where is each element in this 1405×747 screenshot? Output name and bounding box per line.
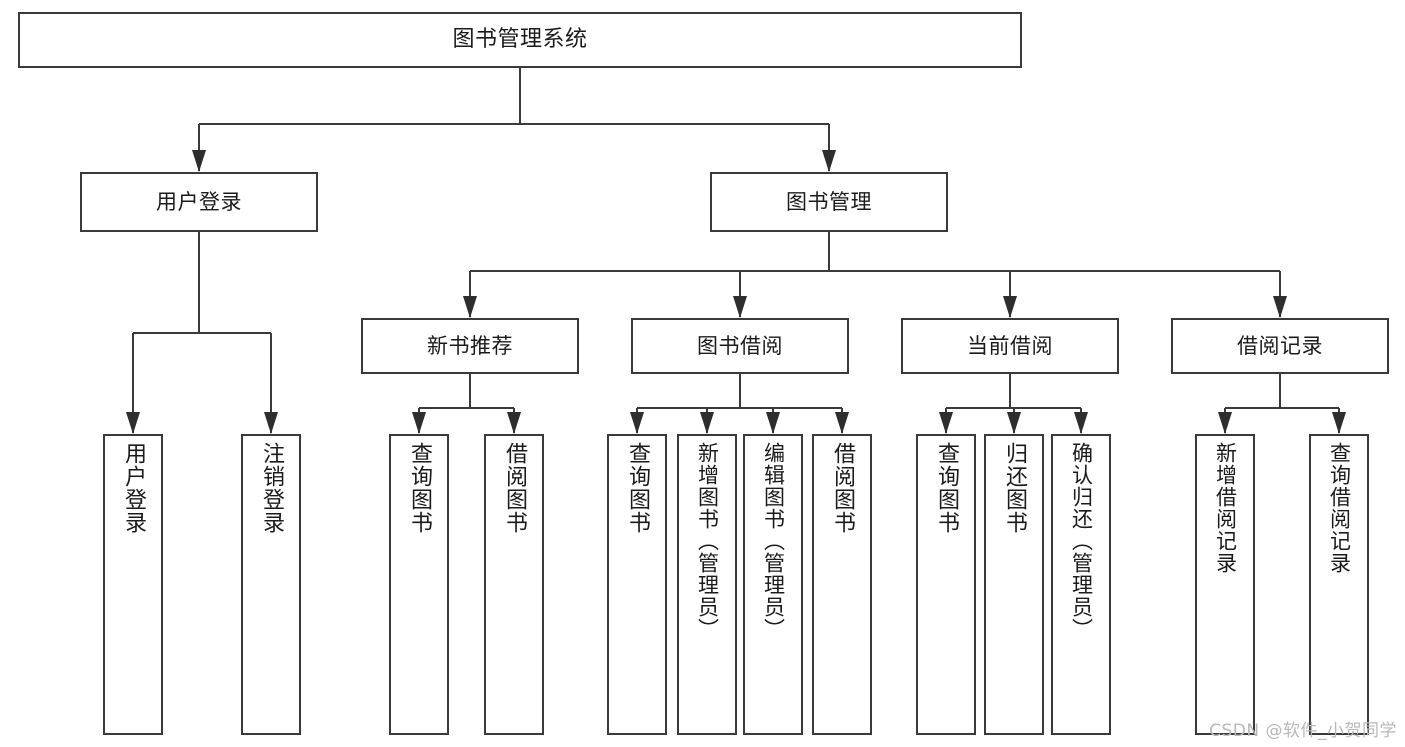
leaf-user-login-label: 用户登录 — [121, 442, 146, 534]
leaf-confirm-return-admin-label: 确认归还（管理员） — [1069, 442, 1094, 640]
node-new-book-recommend[interactable]: 新书推荐 — [361, 318, 579, 374]
leaf-add-book-admin-label: 新增图书（管理员） — [695, 442, 720, 640]
node-book-manage-label: 图书管理 — [786, 189, 872, 214]
leaf-confirm-return-admin[interactable]: 确认归还（管理员） — [1051, 434, 1111, 735]
node-current-borrow-label: 当前借阅 — [967, 333, 1053, 358]
leaf-query-book-current-label: 查询图书 — [934, 442, 959, 534]
leaf-borrow-book-recommend-label: 借阅图书 — [502, 442, 527, 534]
leaf-query-book-recommend-label: 查询图书 — [407, 442, 432, 534]
leaf-query-book-borrow[interactable]: 查询图书 — [607, 434, 667, 735]
leaf-return-book-label: 归还图书 — [1002, 442, 1027, 534]
node-borrow-record[interactable]: 借阅记录 — [1171, 318, 1389, 374]
leaf-query-book-borrow-label: 查询图书 — [625, 442, 650, 534]
node-book-borrow[interactable]: 图书借阅 — [631, 318, 849, 374]
node-root[interactable]: 图书管理系统 — [18, 12, 1022, 68]
leaf-add-book-admin[interactable]: 新增图书（管理员） — [677, 434, 737, 735]
leaf-borrow-book-label: 借阅图书 — [830, 442, 855, 534]
leaf-borrow-book[interactable]: 借阅图书 — [812, 434, 872, 735]
leaf-add-borrow-record-label: 新增借阅记录 — [1213, 442, 1238, 574]
leaf-query-borrow-record-label: 查询借阅记录 — [1327, 442, 1352, 574]
leaf-query-book-current[interactable]: 查询图书 — [916, 434, 976, 735]
node-book-manage[interactable]: 图书管理 — [710, 172, 948, 232]
leaf-edit-book-admin[interactable]: 编辑图书（管理员） — [743, 434, 803, 735]
leaf-return-book[interactable]: 归还图书 — [984, 434, 1044, 735]
leaf-user-logout[interactable]: 注销登录 — [241, 434, 301, 735]
node-user-login-label: 用户登录 — [156, 189, 242, 214]
node-book-borrow-label: 图书借阅 — [697, 333, 783, 358]
node-root-label: 图书管理系统 — [452, 27, 588, 53]
leaf-edit-book-admin-label: 编辑图书（管理员） — [761, 442, 786, 640]
watermark-text: CSDN @软件_小贺同学 — [1209, 721, 1397, 741]
leaf-user-logout-label: 注销登录 — [259, 442, 284, 534]
leaf-borrow-book-recommend[interactable]: 借阅图书 — [484, 434, 544, 735]
node-user-login[interactable]: 用户登录 — [80, 172, 318, 232]
node-new-book-recommend-label: 新书推荐 — [427, 333, 513, 358]
node-current-borrow[interactable]: 当前借阅 — [901, 318, 1119, 374]
leaf-user-login[interactable]: 用户登录 — [103, 434, 163, 735]
leaf-query-borrow-record[interactable]: 查询借阅记录 — [1309, 434, 1369, 735]
leaf-add-borrow-record[interactable]: 新增借阅记录 — [1195, 434, 1255, 735]
node-borrow-record-label: 借阅记录 — [1237, 333, 1323, 358]
leaf-query-book-recommend[interactable]: 查询图书 — [389, 434, 449, 735]
